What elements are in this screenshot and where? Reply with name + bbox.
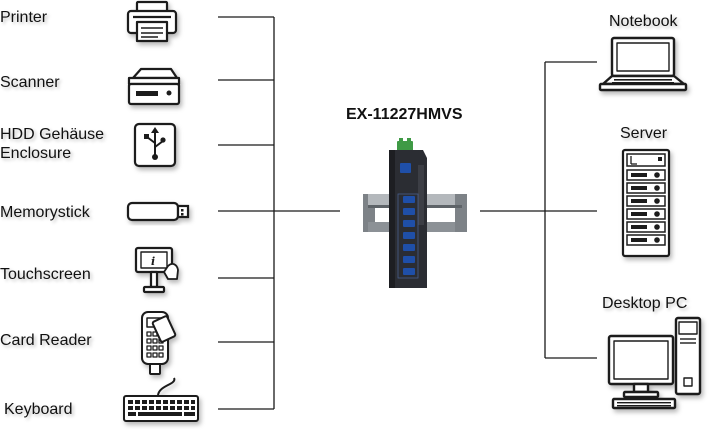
label-memorystick: Memorystick (0, 204, 90, 221)
label-desktop-pc: Desktop PC (602, 295, 688, 312)
usb-hub-device (363, 138, 467, 288)
label-printer: Printer (0, 9, 48, 26)
product-model-title: EX-11227HMVS (346, 106, 463, 123)
card-reader-icon (141, 311, 177, 375)
usb-stick-icon (126, 201, 190, 222)
label-scanner: Scanner (0, 74, 60, 91)
touchscreen-kiosk-icon: i (134, 246, 179, 294)
label-keyboard: Keyboard (4, 401, 73, 418)
upstream-port (400, 163, 411, 173)
usb-port (403, 232, 415, 239)
usb-port (403, 208, 415, 215)
label-touchscreen: Touchscreen (0, 266, 91, 283)
notebook-icon (598, 36, 688, 92)
printer-icon (126, 0, 178, 43)
usb-port (403, 256, 415, 263)
usb-port-stack (403, 196, 415, 275)
label-hdd-enclosure: HDD Gehäuse Enclosure (0, 126, 105, 162)
connection-lines (218, 16, 597, 410)
hdd-enclosure-icon (133, 122, 177, 168)
desktop-pc-icon (607, 316, 702, 410)
keyboard-icon (123, 377, 199, 422)
usb-port (403, 244, 415, 251)
label-server: Server (620, 125, 668, 142)
server-rack-icon (621, 148, 671, 258)
usb-port (403, 268, 415, 275)
label-notebook: Notebook (609, 13, 678, 30)
usb-port (403, 196, 415, 203)
usb-port (403, 220, 415, 227)
hub-body (389, 150, 427, 288)
scanner-icon (127, 67, 181, 106)
svg-text:i: i (151, 255, 155, 268)
terminal-block (397, 141, 413, 151)
label-card-reader: Card Reader (0, 332, 92, 349)
